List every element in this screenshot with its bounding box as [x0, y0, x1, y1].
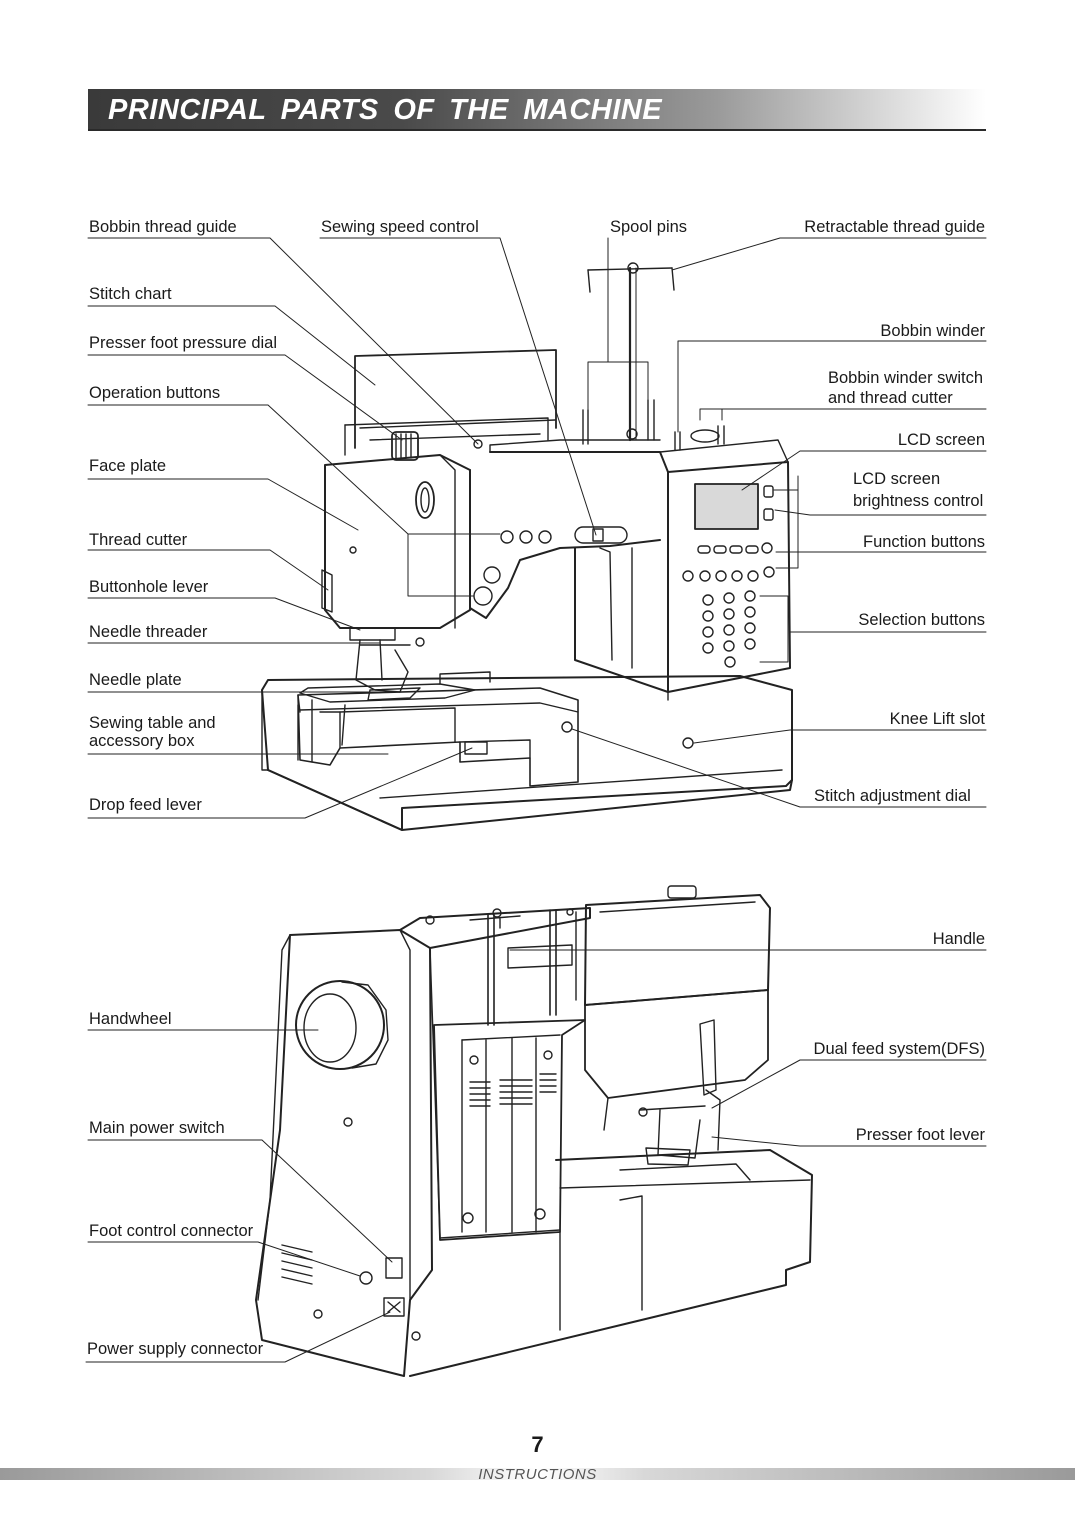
label-handwheel: Handwheel [89, 1010, 172, 1028]
label-selection-buttons: Selection buttons [858, 611, 985, 629]
label-lcd-brightness-line1: LCD screen [853, 470, 941, 488]
label-operation-buttons: Operation buttons [89, 384, 221, 402]
back-leader-lines [85, 949, 987, 1363]
label-foot-control-connector: Foot control connector [89, 1222, 254, 1240]
label-lcd-screen: LCD screen [897, 431, 985, 449]
label-power-supply-connector: Power supply connector [87, 1340, 264, 1358]
footer-bar [0, 1468, 1075, 1480]
label-sewing-table-line1: Sewing table and [89, 714, 216, 732]
page-number: 7 [531, 1432, 544, 1457]
front-leader-lines [87, 237, 987, 819]
label-bobbin-winder-switch-line1: Bobbin winder switch [828, 369, 983, 387]
label-bobbin-thread-guide: Bobbin thread guide [89, 218, 237, 236]
label-handle: Handle [932, 930, 985, 948]
label-needle-threader: Needle threader [89, 623, 208, 641]
label-buttonhole-lever: Buttonhole lever [89, 578, 209, 596]
header-rule [88, 129, 986, 131]
label-main-power-switch: Main power switch [89, 1119, 225, 1137]
label-function-buttons: Function buttons [863, 533, 985, 551]
page-title: PRINCIPAL PARTS OF THE MACHINE [108, 94, 663, 126]
label-bobbin-winder-switch-line2: and thread cutter [828, 389, 953, 407]
label-needle-plate: Needle plate [89, 671, 182, 689]
label-stitch-chart: Stitch chart [89, 285, 172, 303]
front-machine-illustration [261, 262, 793, 831]
label-knee-lift-slot: Knee Lift slot [889, 710, 985, 728]
label-retractable-thread-guide: Retractable thread guide [804, 218, 985, 236]
label-spool-pins: Spool pins [610, 218, 688, 236]
footer-section-label: INSTRUCTIONS [478, 1466, 597, 1483]
label-lcd-brightness-line2: brightness control [853, 492, 984, 510]
label-face-plate: Face plate [89, 457, 167, 475]
label-stitch-adjustment-dial: Stitch adjustment dial [814, 787, 971, 805]
label-presser-foot-pressure-dial: Presser foot pressure dial [89, 334, 278, 352]
label-sewing-table-line2: accessory box [89, 732, 195, 750]
label-bobbin-winder: Bobbin winder [880, 322, 985, 340]
label-drop-feed-lever: Drop feed lever [89, 796, 202, 814]
header-bar [88, 89, 986, 129]
label-sewing-speed-control: Sewing speed control [321, 218, 479, 236]
back-machine-illustration [255, 885, 813, 1377]
label-dual-feed-system: Dual feed system(DFS) [813, 1040, 985, 1058]
label-presser-foot-lever: Presser foot lever [855, 1126, 985, 1144]
label-thread-cutter: Thread cutter [89, 531, 188, 549]
